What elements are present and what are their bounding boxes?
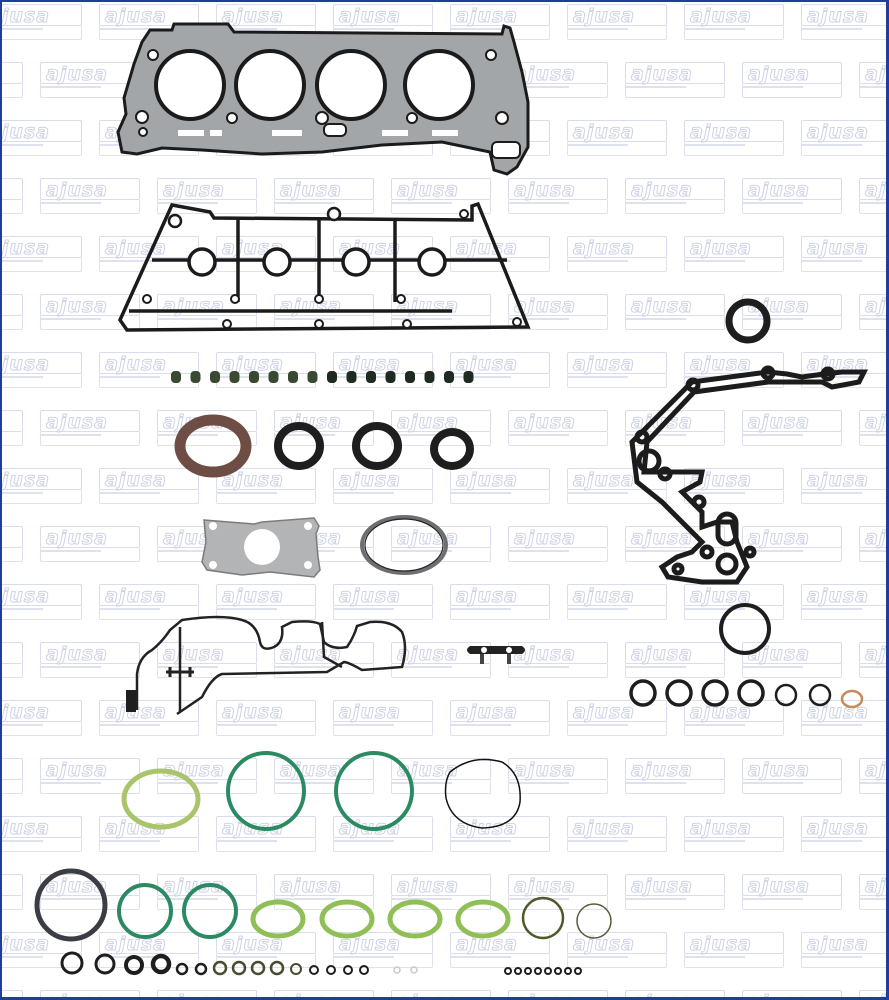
o-ring-large-black <box>719 603 771 655</box>
exhaust-ring-gasket <box>360 515 448 575</box>
crankshaft-seal-brown <box>174 414 252 478</box>
shaft-seals-black <box>274 422 474 470</box>
valve-stem-seals <box>171 371 474 383</box>
timing-cover-gasket <box>629 365 869 585</box>
small-o-rings-bottom-row <box>60 951 418 976</box>
intake-rings-green <box>250 899 511 939</box>
o-rings-green-large <box>226 751 414 831</box>
oil-pan-seal-outline <box>135 615 407 716</box>
o-ring-olive <box>521 896 565 940</box>
small-connector-gasket <box>467 646 525 664</box>
o-ring-dark-grey <box>34 868 108 942</box>
intake-ring-light-green <box>121 768 201 830</box>
o-ring-olive-thin <box>576 903 612 939</box>
valve-cover-gasket <box>117 201 531 332</box>
tiny-o-rings-black <box>504 967 582 975</box>
exhaust-flange-gasket <box>201 517 321 578</box>
cylinder-head-gasket <box>116 22 530 176</box>
copper-washer <box>840 689 864 709</box>
o-rings-black-row <box>629 679 832 707</box>
o-rings-green-medium <box>117 883 238 939</box>
camshaft-seal <box>725 298 771 344</box>
thin-o-ring-black <box>444 758 521 829</box>
oil-pan-seal-tab <box>126 690 136 712</box>
